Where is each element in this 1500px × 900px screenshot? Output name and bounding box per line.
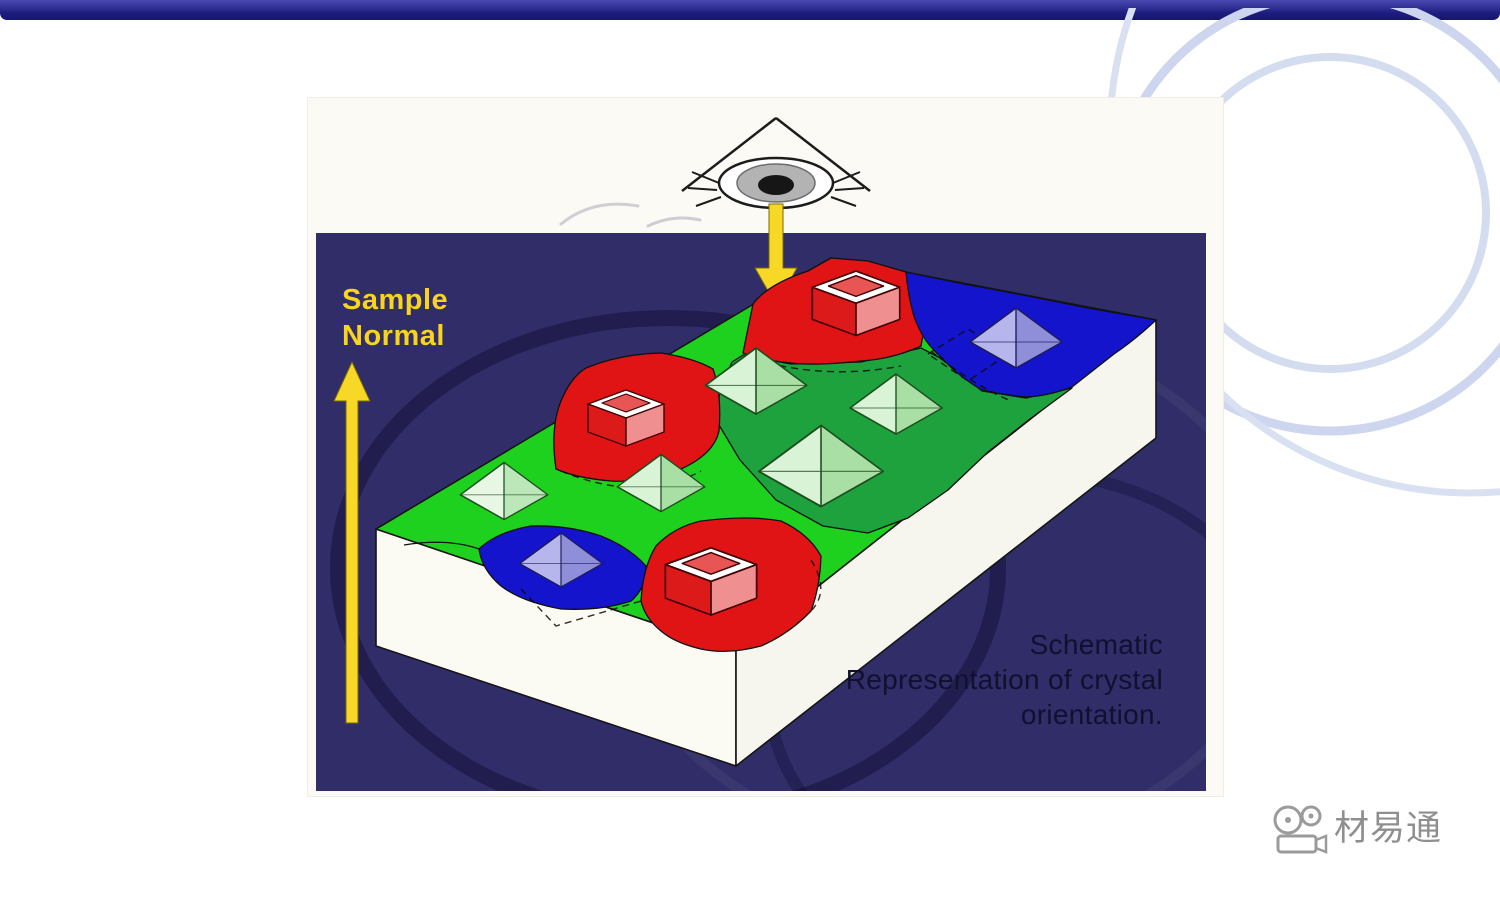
eye-icon [681, 117, 871, 210]
crystal-octahedron-green [849, 373, 943, 435]
sample-block [375, 257, 1157, 767]
crystal-octahedron-green [757, 424, 885, 508]
grain-boundary-line [403, 541, 480, 550]
up-arrow-icon [333, 360, 371, 724]
sample-normal-label: Sample Normal [342, 282, 448, 354]
crystal-cube-red [664, 546, 758, 616]
figure-caption: Schematic Representation of crystal orie… [724, 627, 1163, 732]
crystal-octahedron-green [704, 347, 808, 415]
crystal-cube-red [587, 389, 665, 447]
slide-header-bar [0, 0, 1500, 20]
caption-line: orientation. [1020, 699, 1163, 730]
watermark-text: 材易通 [1334, 809, 1443, 848]
crystal-octahedron-blue [518, 532, 604, 588]
crystal-orientation-figure [316, 117, 1206, 791]
crystal-octahedron-green [616, 453, 706, 513]
watermark: 材易通 [1266, 800, 1442, 858]
crystal-cube-red [811, 270, 901, 337]
caption-line: Representation of crystal [845, 664, 1163, 695]
sample-normal-line: Sample [342, 284, 449, 316]
sample-normal-line: Normal [342, 320, 445, 352]
watermark-logo-icon [1273, 805, 1328, 854]
figure-frame: Sample Normal Schematic Representation o… [307, 97, 1224, 797]
crystal-octahedron-blue [969, 307, 1063, 369]
faded-swirl-decoration [559, 202, 702, 228]
crystal-octahedron-green [459, 461, 549, 521]
caption-line: Schematic [1029, 629, 1163, 660]
